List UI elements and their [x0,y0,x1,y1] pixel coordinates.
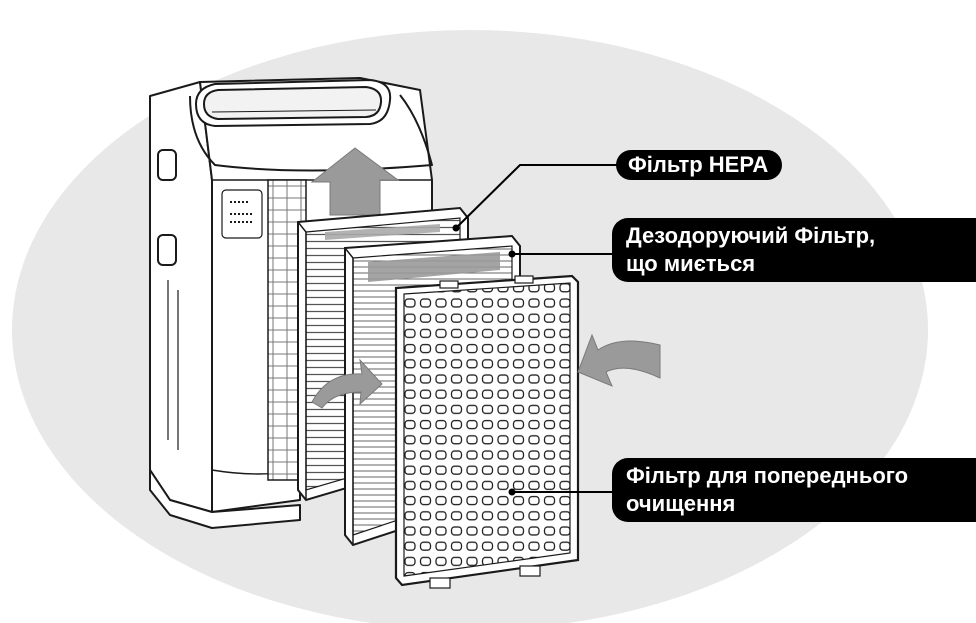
deodorizing-filter-label: Дезодоруючий Фільтр, що миється [612,218,976,282]
pre-filter [394,274,580,589]
deodorizing-filter-label-line2: що миється [626,251,756,276]
hepa-filter-label-text: Фільтр HEPA [628,152,769,177]
airflow-left-arrow [311,358,383,409]
pre-filter-label-line2: очищення [626,491,736,516]
pre-filter-label-line1: Фільтр для попереднього [626,463,909,488]
airflow-right-arrow [577,333,661,387]
airflow-up-arrow [310,147,400,216]
callout-leader-lines [455,164,620,493]
deodorizing-filter-label-line1: Дезодоруючий Фільтр, [626,223,876,248]
hepa-filter-label: Фільтр HEPA [616,150,783,180]
pre-filter-label: Фільтр для попереднього очищення [612,458,976,522]
